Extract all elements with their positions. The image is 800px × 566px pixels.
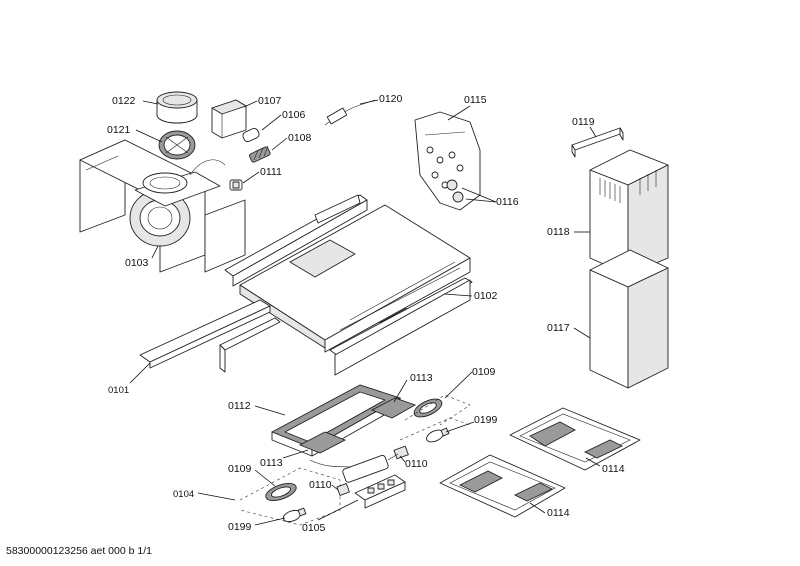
- label-0102: 0102: [474, 290, 498, 302]
- label-0112: 0112: [228, 400, 251, 412]
- label-0104: 0104: [173, 489, 194, 500]
- label-0199-lower: 0199: [228, 521, 252, 533]
- carbon-filter-upper: [509, 407, 641, 471]
- lamp-holder-lower: [265, 482, 297, 502]
- strain-relief: [229, 179, 243, 191]
- lower-assembly-outline: [239, 467, 341, 526]
- label-0117: 0117: [547, 322, 570, 334]
- backflow-flap: [158, 130, 196, 160]
- label-0119: 0119: [572, 116, 595, 128]
- label-0108: 0108: [288, 132, 312, 144]
- blower-motor: [129, 159, 226, 247]
- bulb-lower: [282, 507, 307, 523]
- label-0122: 0122: [112, 95, 136, 107]
- label-0199-upper: 0199: [474, 414, 498, 426]
- switch-block: [354, 474, 406, 509]
- wiring-harness: [309, 445, 409, 483]
- front-strip: [329, 277, 473, 357]
- label-0106: 0106: [282, 109, 306, 121]
- leader-lines: [129, 99, 601, 526]
- filter-pad-upper: [370, 397, 417, 419]
- chimney-lower: [589, 249, 669, 389]
- long-strip: [139, 299, 281, 373]
- lamp-leader-upper: [404, 394, 471, 426]
- capacitor-box: [211, 99, 247, 139]
- label-0103: 0103: [125, 257, 149, 269]
- label-0113-upper: 0113: [410, 372, 433, 384]
- bulb-leader-upper: [399, 417, 471, 441]
- label-0121: 0121: [107, 124, 131, 136]
- label-0114-lower: 0114: [547, 507, 570, 519]
- label-0109-upper: 0109: [472, 366, 496, 378]
- label-0114-upper: 0114: [602, 463, 625, 475]
- control-panel: [414, 111, 481, 211]
- connector-ring: [156, 91, 198, 124]
- drawing-reference-footer: 58300000123256 aet 000 b 1/1: [6, 545, 152, 557]
- label-0110-upper: 0110: [405, 458, 428, 470]
- bulb-upper: [426, 427, 450, 443]
- label-0109-lower: 0109: [228, 463, 252, 475]
- lamp-holder-upper: [413, 398, 443, 418]
- label-0107: 0107: [258, 95, 282, 107]
- connector-lower: [336, 483, 350, 496]
- label-0120: 0120: [379, 93, 403, 105]
- label-0105: 0105: [302, 522, 326, 534]
- label-0113-lower: 0113: [260, 457, 283, 469]
- hood-body: [239, 204, 471, 353]
- side-plate: [204, 199, 246, 273]
- label-0101: 0101: [108, 385, 129, 396]
- capacitor: [242, 127, 260, 143]
- label-0110-lower: 0110: [309, 479, 332, 491]
- filter-pad-lower: [298, 431, 347, 454]
- label-0111: 0111: [260, 166, 282, 178]
- spring: [249, 145, 271, 163]
- label-0118: 0118: [547, 226, 570, 238]
- carbon-filter-lower: [439, 454, 566, 518]
- chimney-bracket: [571, 127, 624, 158]
- power-cable: [324, 99, 376, 126]
- label-0115: 0115: [464, 94, 487, 106]
- label-0116: 0116: [496, 196, 519, 208]
- lower-trim: [334, 279, 471, 376]
- filter-tray: [270, 384, 402, 457]
- mounting-rail: [224, 194, 368, 287]
